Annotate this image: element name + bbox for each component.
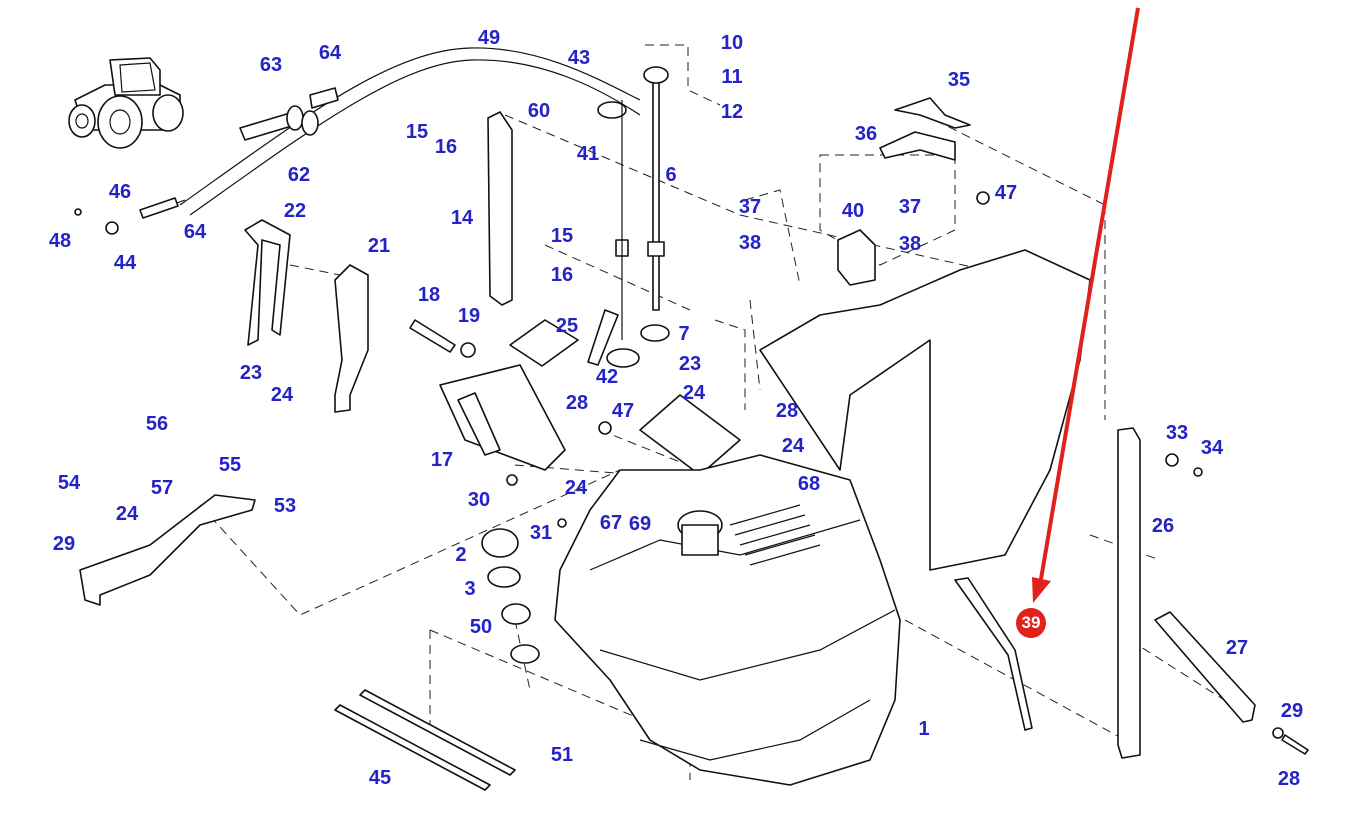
- callout-label[interactable]: 69: [628, 513, 652, 535]
- fuel-tank-1: [554, 249, 1091, 786]
- callout-label[interactable]: 25: [555, 315, 579, 337]
- fasteners: [74, 191, 1309, 755]
- strip-39: [954, 577, 1033, 731]
- callout-label[interactable]: 54: [57, 472, 81, 494]
- callout-label[interactable]: 24: [270, 384, 294, 406]
- callout-label[interactable]: 47: [611, 400, 635, 422]
- callout-label[interactable]: 51: [550, 744, 574, 766]
- callout-label[interactable]: 45: [368, 767, 392, 789]
- callout-label[interactable]: 17: [430, 449, 454, 471]
- callout-label[interactable]: 55: [218, 454, 242, 476]
- callout-label[interactable]: 64: [318, 42, 342, 64]
- bracket-21: [334, 264, 369, 413]
- callout-label[interactable]: 47: [994, 182, 1018, 204]
- callout-label[interactable]: 40: [841, 200, 865, 222]
- callout-label[interactable]: 28: [1277, 768, 1301, 790]
- callout-label[interactable]: 24: [781, 435, 805, 457]
- callout-label[interactable]: 3: [464, 578, 476, 600]
- callout-label[interactable]: 46: [108, 181, 132, 203]
- callout-label[interactable]: 24: [682, 382, 706, 404]
- callout-label[interactable]: 53: [273, 495, 297, 517]
- callout-label[interactable]: 15: [550, 225, 574, 247]
- callout-label[interactable]: 29: [1280, 700, 1304, 722]
- callout-label[interactable]: 26: [1151, 515, 1175, 537]
- strip-45b: [334, 704, 491, 791]
- callout-label[interactable]: 41: [576, 143, 600, 165]
- support-bracket-17: [439, 319, 579, 471]
- callout-label[interactable]: 63: [259, 54, 283, 76]
- callout-label[interactable]: 34: [1200, 437, 1224, 459]
- callout-label[interactable]: 44: [113, 252, 137, 274]
- highlighted-part-badge[interactable]: 39: [1016, 608, 1046, 638]
- bracket-40: [837, 229, 876, 286]
- callout-label[interactable]: 23: [239, 362, 263, 384]
- callout-label[interactable]: 14: [450, 207, 474, 229]
- callout-label[interactable]: 10: [720, 32, 744, 54]
- callout-label[interactable]: 49: [477, 27, 501, 49]
- mounting-plate-68: [639, 394, 741, 476]
- callout-label[interactable]: 35: [947, 69, 971, 91]
- fuel-sender-unit: [587, 66, 670, 368]
- callout-label[interactable]: 37: [738, 196, 762, 218]
- callout-label[interactable]: 48: [48, 230, 72, 252]
- pointer-arrow: [1032, 7, 1140, 603]
- callout-label[interactable]: 38: [738, 232, 762, 254]
- callout-label[interactable]: 31: [529, 522, 553, 544]
- callout-label[interactable]: 30: [467, 489, 491, 511]
- callout-label[interactable]: 68: [797, 473, 821, 495]
- callout-label[interactable]: 27: [1225, 637, 1249, 659]
- callout-label[interactable]: 11: [721, 66, 743, 88]
- callout-label[interactable]: 57: [150, 477, 174, 499]
- fuel-pipes: [139, 47, 641, 219]
- callout-label[interactable]: 62: [287, 164, 311, 186]
- callout-label[interactable]: 23: [678, 353, 702, 375]
- callout-label[interactable]: 18: [417, 284, 441, 306]
- callout-label[interactable]: 67: [599, 512, 623, 534]
- callout-label[interactable]: 16: [550, 264, 574, 286]
- adapter-50: [501, 603, 531, 625]
- cover-36: [879, 131, 956, 161]
- callout-label[interactable]: 36: [854, 123, 878, 145]
- callout-label[interactable]: 38: [898, 233, 922, 255]
- bracket-22: [244, 219, 291, 346]
- callout-label[interactable]: 50: [469, 616, 493, 638]
- callout-label[interactable]: 12: [720, 101, 744, 123]
- callout-label[interactable]: 64: [183, 221, 207, 243]
- callout-label[interactable]: 60: [527, 100, 551, 122]
- callout-label[interactable]: 15: [405, 121, 429, 143]
- tractor-thumbnail: [68, 57, 184, 149]
- callout-label[interactable]: 28: [775, 400, 799, 422]
- bracket-53: [79, 494, 256, 606]
- callout-label[interactable]: 7: [678, 323, 690, 345]
- bracket-27: [1154, 611, 1256, 723]
- callout-label[interactable]: 28: [565, 392, 589, 414]
- callout-label[interactable]: 21: [367, 235, 391, 257]
- callout-label[interactable]: 33: [1165, 422, 1189, 444]
- callout-label[interactable]: 43: [567, 47, 591, 69]
- callout-label[interactable]: 16: [434, 136, 458, 158]
- seal-51: [510, 644, 540, 664]
- bracket-26: [1117, 427, 1141, 759]
- callout-label[interactable]: 1: [918, 718, 930, 740]
- callout-label[interactable]: 29: [52, 533, 76, 555]
- callout-label[interactable]: 2: [455, 544, 467, 566]
- filler-cap-2: [481, 528, 519, 558]
- callout-label[interactable]: 42: [595, 366, 619, 388]
- strip-45a: [359, 689, 516, 776]
- callout-label[interactable]: 22: [283, 200, 307, 222]
- callout-label[interactable]: 24: [115, 503, 139, 525]
- callout-label[interactable]: 56: [145, 413, 169, 435]
- callout-label[interactable]: 6: [665, 164, 677, 186]
- callout-label[interactable]: 24: [564, 477, 588, 499]
- ring-3: [487, 566, 521, 588]
- cover-35: [894, 97, 971, 129]
- bracket-14: [487, 111, 513, 306]
- callout-label[interactable]: 19: [457, 305, 481, 327]
- callout-label[interactable]: 37: [898, 196, 922, 218]
